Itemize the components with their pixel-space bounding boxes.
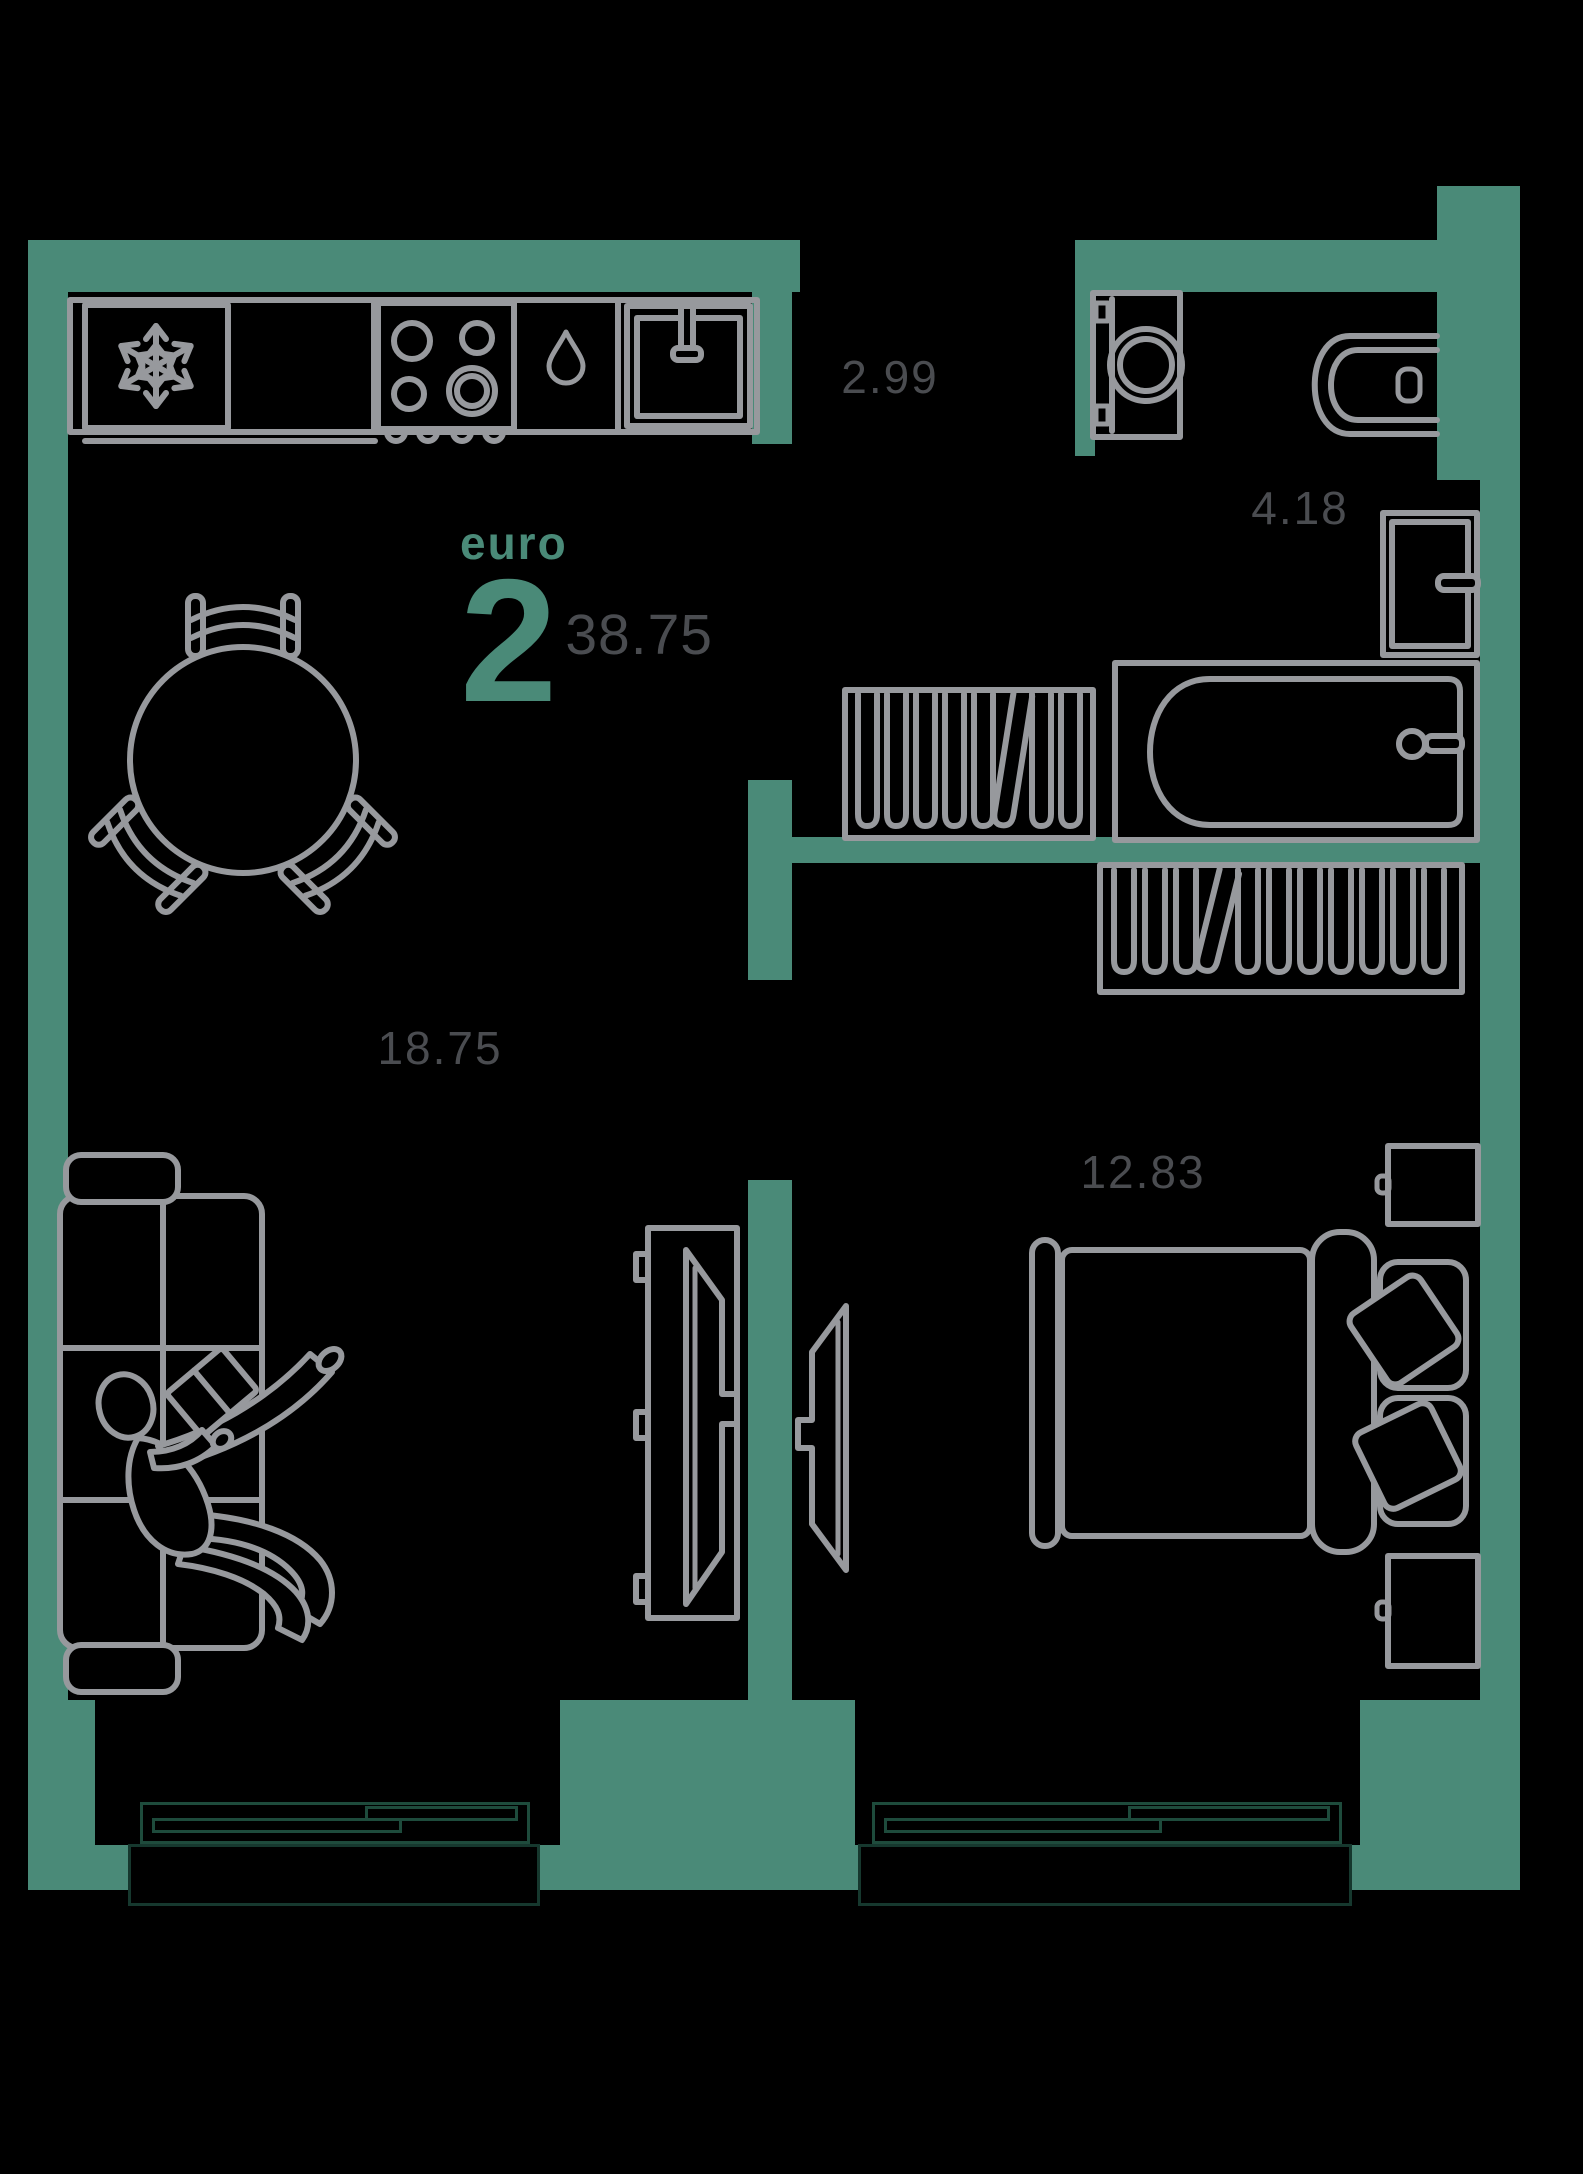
wall-hallway-living bbox=[748, 780, 792, 980]
tv-icon bbox=[795, 1303, 849, 1573]
window-sash bbox=[365, 1806, 518, 1821]
kitchen-counter bbox=[67, 297, 760, 444]
kitchen-sink-icon bbox=[624, 303, 753, 429]
wall-outer-right bbox=[1480, 292, 1520, 1890]
fridge-icon bbox=[82, 302, 231, 431]
toilet-icon bbox=[1311, 333, 1440, 437]
coat-rack-icon bbox=[842, 687, 1096, 841]
book-icon bbox=[165, 1346, 259, 1438]
snowflake-icon bbox=[116, 326, 195, 406]
room-label-bedroom: 12.83 bbox=[1080, 1146, 1206, 1198]
person-reading-icon bbox=[95, 1346, 345, 1643]
tv-icon bbox=[633, 1225, 740, 1621]
pillow-icon bbox=[1352, 1400, 1464, 1512]
unit-total-area: 38.75 bbox=[565, 603, 713, 667]
water-drop-icon bbox=[546, 329, 586, 386]
window-sash bbox=[152, 1818, 402, 1833]
pillow-icon bbox=[1346, 1272, 1462, 1388]
window-sill-right bbox=[858, 1844, 1352, 1906]
wall-top-left bbox=[28, 240, 800, 292]
window-sill-left bbox=[128, 1844, 540, 1906]
nightstand-icon bbox=[1374, 1553, 1481, 1669]
unit-room-count: 2 bbox=[460, 544, 557, 739]
room-label-hallway: 2.99 bbox=[841, 351, 939, 403]
unit-type-label: euro bbox=[460, 517, 568, 569]
room-label-living-kitchen: 18.75 bbox=[377, 1022, 503, 1074]
wall-bathroom-right bbox=[1437, 292, 1483, 480]
bathroom-sink-icon bbox=[1380, 510, 1481, 658]
wardrobe-hangers-icon bbox=[1097, 862, 1465, 995]
window-icon bbox=[140, 1802, 530, 1844]
bathtub-icon bbox=[1112, 660, 1480, 843]
washing-machine-icon bbox=[1090, 290, 1185, 440]
unit-badge: euro 2 38.75 bbox=[460, 516, 713, 739]
dining-table-icon bbox=[127, 644, 359, 876]
nightstand-icon bbox=[1374, 1143, 1481, 1227]
stove-burners-icon bbox=[375, 300, 517, 444]
dining-set bbox=[88, 596, 398, 915]
window-sash bbox=[884, 1818, 1162, 1833]
window-icon bbox=[872, 1802, 1342, 1844]
room-label-bathroom: 4.18 bbox=[1251, 482, 1349, 534]
bed-icon bbox=[1029, 1229, 1469, 1555]
wall-corner-top-right bbox=[1437, 186, 1520, 292]
window-sash bbox=[1128, 1806, 1330, 1821]
wall-top-right bbox=[1075, 240, 1437, 292]
